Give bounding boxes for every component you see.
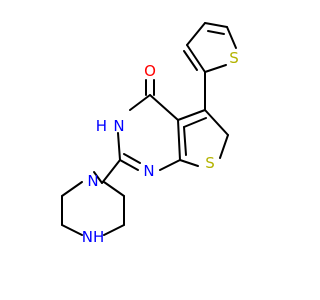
bond-c2-n1-double [123, 153, 141, 164]
atom-oxygen: O [144, 62, 156, 80]
bond-ch2-npip [93, 171, 103, 184]
bond-c2-n1 [119, 159, 139, 171]
bond-c4-n3 [129, 94, 151, 111]
bond-c5-c6 [204, 109, 229, 136]
bond-c2prime-c3prime-double [183, 50, 198, 71]
molecule-structure: O H N N S S N NH [61, 22, 239, 246]
bond-c4a-c5 [177, 109, 206, 121]
bond-c4prime-c5prime-double [207, 30, 225, 35]
bond-n1-c7a [159, 159, 181, 171]
bond-c7a-c4a [177, 119, 181, 161]
bond-c3prime-c4prime [186, 22, 206, 46]
atom-sulfur-substituent: S [229, 49, 239, 67]
atom-nitrogen-ring: N [113, 117, 124, 135]
bond-c4a-c4 [149, 94, 179, 121]
bond-c4prime-c5prime [204, 22, 228, 28]
bond-c2prime-c3prime [186, 44, 206, 73]
bond-nh-cc [103, 224, 125, 236]
bond-n3-c2 [117, 132, 121, 161]
bond-s1prime-c2prime [204, 64, 227, 73]
bond-c7a-c4a-inner [183, 126, 187, 156]
bond-s7-c7a [179, 159, 199, 167]
bond-c4a-c5-double [183, 117, 207, 128]
bond-c6-s7 [219, 134, 229, 159]
bond-c5prime-s1prime [226, 26, 237, 49]
bond-npip-ca [61, 181, 83, 197]
atom-nh-piperazine: NH [82, 228, 105, 246]
atom-nitrogen-piperazine: N [87, 172, 98, 190]
bond-cd-npip [103, 181, 125, 197]
bonds [61, 22, 237, 236]
bond-c2-ch2 [101, 159, 121, 184]
bond-cb-nh [61, 224, 83, 236]
atom-sulfur-fused: S [205, 154, 215, 172]
atom-nitrogen-pyrimidine: N [143, 162, 154, 180]
atom-hydrogen-ring: H [96, 117, 107, 135]
molecule-svg: O H N N S S N NH [61, 22, 239, 246]
atom-labels: O H N N S S N NH [82, 49, 239, 246]
